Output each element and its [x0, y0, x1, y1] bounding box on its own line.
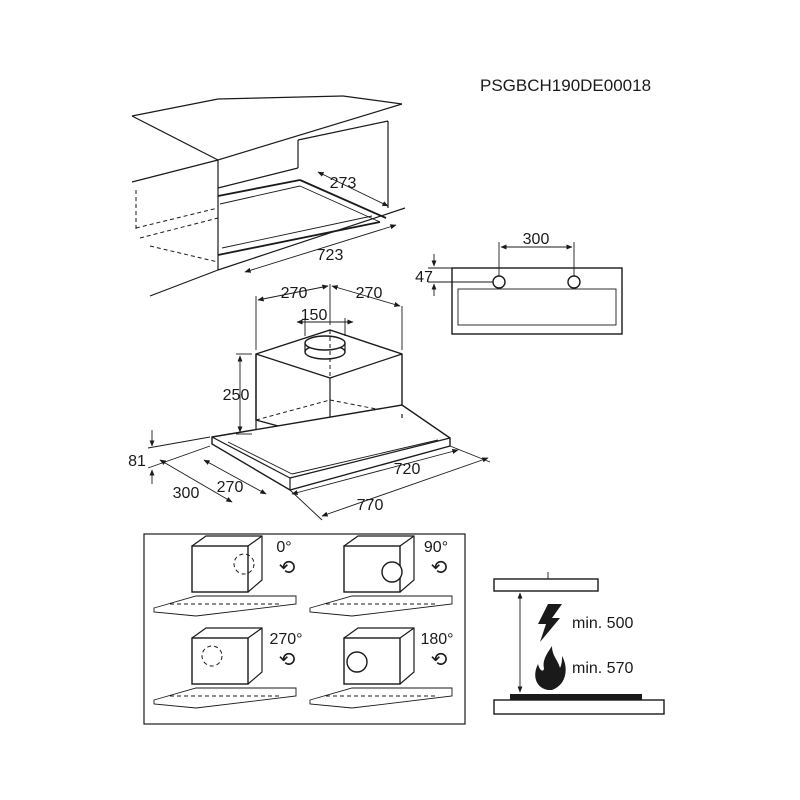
rotation-cell-90: 90° ⟲ — [309, 535, 453, 617]
hood-right-offset-label: 270 — [356, 285, 383, 302]
rotation-angle-90: 90° — [424, 539, 448, 556]
rotate-icon: ⟲ — [279, 649, 296, 671]
rear-view: 300 47 — [415, 231, 623, 335]
cabinet-view: 273 723 — [131, 95, 406, 297]
rotation-angle-0: 0° — [276, 539, 291, 556]
document-code: PSGBCH190DE00018 — [480, 76, 651, 95]
hood-width-outer-label: 770 — [357, 497, 384, 514]
rear-hole-height-label: 47 — [415, 269, 433, 286]
rear-hole-spacing-label: 300 — [523, 231, 550, 248]
cabinet-depth-label: 273 — [330, 175, 357, 192]
outlet-rotation-panel: 0° ⟲ 90° ⟲ 270° ⟲ — [143, 533, 466, 725]
hood-view: 270 270 150 250 81 300 270 720 770 — [128, 284, 491, 521]
rotation-cell-180: 180° ⟲ — [309, 627, 454, 709]
clearance-view: min. 500 min. 570 — [493, 572, 665, 715]
rotation-cell-0: 0° ⟲ — [153, 535, 297, 617]
lightning-icon — [538, 604, 562, 642]
rotation-angle-270: 270° — [269, 631, 302, 648]
rotate-icon: ⟲ — [431, 649, 448, 671]
rotate-icon: ⟲ — [431, 557, 448, 579]
cabinet-width-label: 723 — [317, 247, 344, 264]
rotate-icon: ⟲ — [279, 557, 296, 579]
clearance-electric-label: min. 500 — [572, 615, 633, 632]
hood-left-offset-label: 270 — [281, 285, 308, 302]
rotation-angle-180: 180° — [420, 631, 453, 648]
rotation-cell-270: 270° ⟲ — [153, 627, 303, 709]
flame-icon — [535, 646, 566, 690]
hood-body-height-label: 81 — [128, 453, 146, 470]
hood-chimney-height-label: 250 — [223, 387, 250, 404]
hood-duct-diameter-label: 150 — [301, 307, 328, 324]
hood-depth-inner-label: 270 — [217, 479, 244, 496]
hood-width-inner-label: 720 — [394, 461, 421, 478]
hood-depth-outer-label: 300 — [173, 485, 200, 502]
clearance-gas-label: min. 570 — [572, 660, 633, 677]
